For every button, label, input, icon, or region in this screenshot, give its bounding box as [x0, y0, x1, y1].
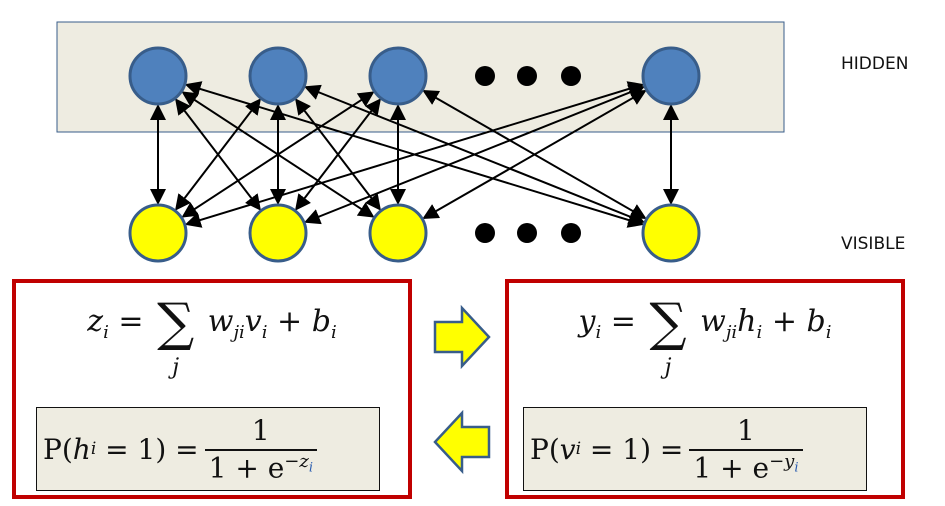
- eq-bias: b: [806, 304, 826, 339]
- eq-lhs-sub: i: [595, 322, 602, 343]
- eq-plus: +: [771, 304, 807, 339]
- sum-symbol: ∑j: [649, 293, 687, 380]
- sigmoid-fraction: 1 1 + e−yi: [689, 414, 803, 484]
- visible-layer-label: VISIBLE: [841, 234, 906, 254]
- exponent-sub: i: [308, 460, 314, 476]
- rbm-network-diagram: [56, 21, 785, 263]
- eq-bias-sub: i: [330, 322, 337, 343]
- hidden-ellipsis-dot: [561, 66, 581, 86]
- hidden-node: [128, 46, 188, 106]
- eq-equals: =: [118, 304, 154, 339]
- hidden-input-equation: zi = ∑j wjivi + bi: [16, 293, 408, 380]
- prob-cond: = 1) =: [96, 432, 199, 466]
- visible-node: [248, 203, 308, 263]
- visible-ellipsis-dot: [561, 223, 581, 243]
- visible-node: [368, 203, 428, 263]
- eq-bias-sub: i: [825, 322, 832, 343]
- eq-plus: +: [277, 304, 312, 339]
- hidden-node: [641, 46, 701, 106]
- fraction-numerator: 1: [689, 414, 803, 451]
- prob-cond: = 1) =: [581, 432, 684, 466]
- eq-lhs: y: [578, 304, 596, 339]
- eq-lhs-sub: i: [103, 322, 109, 343]
- sum-index: j: [664, 355, 672, 380]
- eq-input-sub: i: [261, 322, 268, 343]
- fraction-denominator: 1 + e−zi: [209, 451, 313, 484]
- right-arrow-icon: [433, 305, 491, 370]
- visible-node: [128, 203, 188, 263]
- den-prefix: 1 + e: [208, 451, 285, 485]
- sigmoid-fraction: 1 1 + e−zi: [204, 414, 318, 484]
- sum-index: j: [172, 355, 180, 380]
- den-prefix: 1 + e: [693, 451, 770, 485]
- prob-prefix: P(: [530, 432, 560, 466]
- fraction-denominator: 1 + e−yi: [693, 451, 798, 484]
- prob-prefix: P(: [43, 432, 73, 466]
- sum-symbol: ∑j: [157, 293, 195, 380]
- visible-input-equation: yi = ∑j wjihi + bi: [509, 293, 901, 380]
- eq-input: h: [737, 304, 757, 339]
- hidden-layer-label: HIDDEN: [841, 54, 909, 74]
- fraction-numerator: 1: [204, 414, 318, 451]
- exponent: −z: [284, 450, 309, 472]
- eq-weight-sub: ji: [233, 322, 245, 343]
- eq-weight: w: [700, 304, 726, 339]
- prob-var-sub: i: [575, 439, 582, 459]
- visible-ellipsis-dot: [475, 223, 495, 243]
- connections: [150, 81, 679, 228]
- hidden-node: [368, 46, 428, 106]
- eq-equals: =: [610, 304, 646, 339]
- left-arrow-icon: [433, 410, 491, 475]
- eq-weight: w: [207, 304, 234, 339]
- eq-lhs: z: [87, 304, 104, 339]
- hidden-node: [248, 46, 308, 106]
- exponent: −y: [769, 450, 795, 472]
- prob-var-sub: i: [90, 439, 97, 459]
- visible-node: [641, 203, 701, 263]
- hidden-ellipsis-dot: [475, 66, 495, 86]
- eq-input: v: [244, 304, 262, 339]
- exponent-sub: i: [794, 460, 799, 476]
- visible-ellipsis-dot: [517, 223, 537, 243]
- eq-bias: b: [311, 304, 331, 339]
- eq-weight-sub: ji: [725, 322, 738, 343]
- hidden-ellipsis-dot: [517, 66, 537, 86]
- eq-input-sub: i: [756, 322, 763, 343]
- prob-var: h: [72, 432, 91, 466]
- connection-edge: [422, 89, 647, 220]
- prob-var: v: [559, 432, 576, 466]
